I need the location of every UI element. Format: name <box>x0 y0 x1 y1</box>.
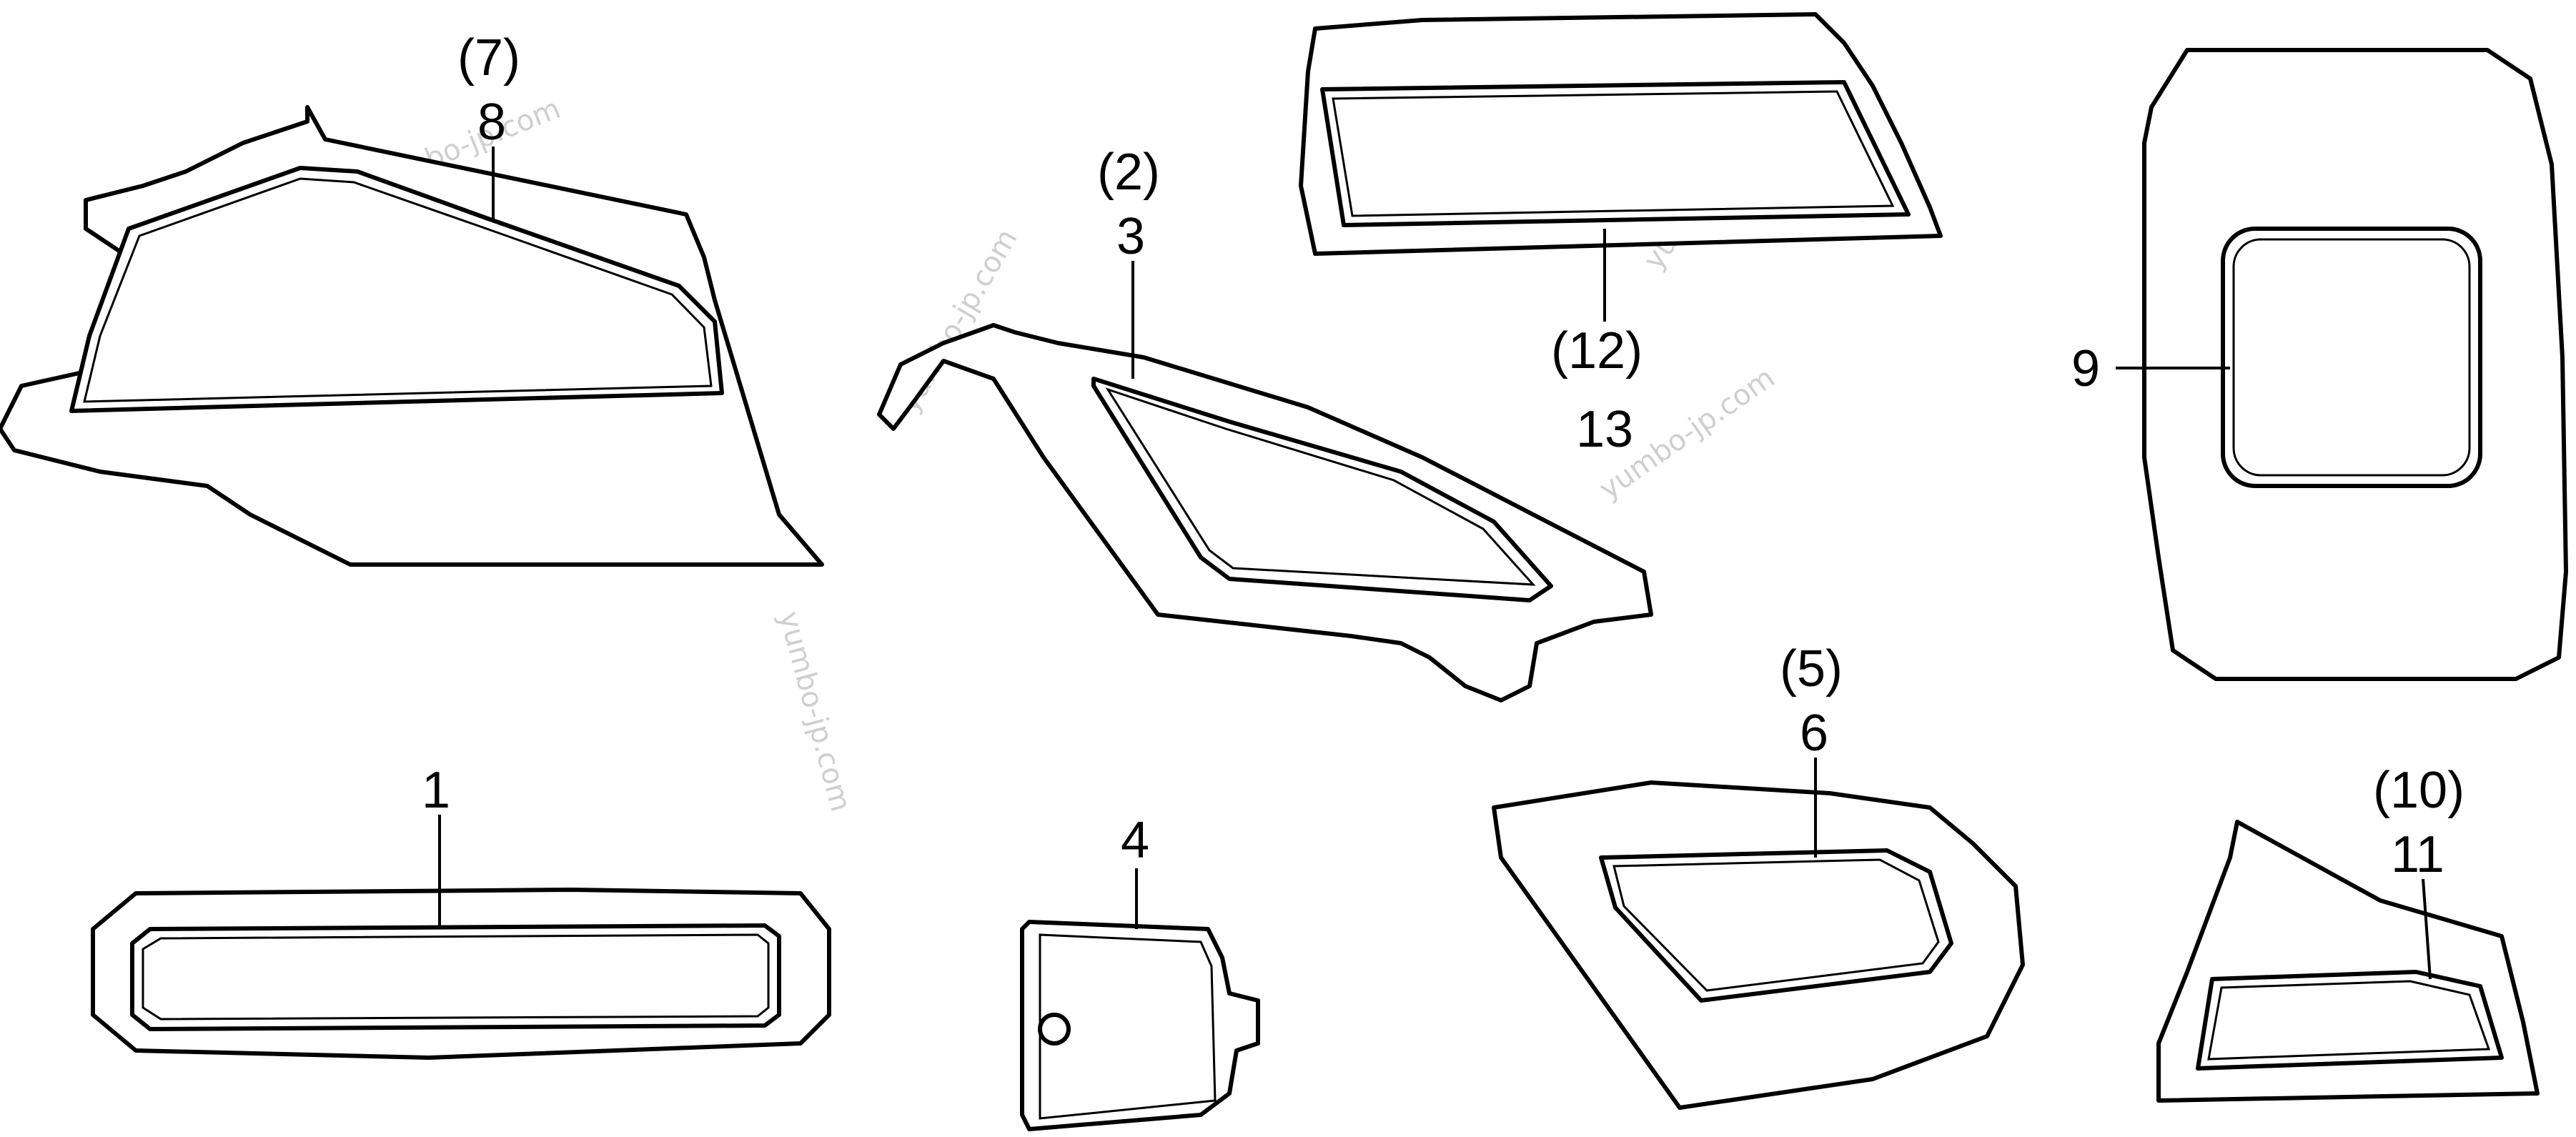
long-window-panel <box>91 888 831 1060</box>
small-triangle-window-panel <box>2156 820 2540 1103</box>
callout-label-11: 11 <box>2391 826 2444 883</box>
leader-line-11 <box>2422 878 2432 980</box>
callout-1: 1 <box>422 762 450 929</box>
callout-12-13: (12) 13 <box>1551 229 1643 458</box>
round-hole <box>1038 1013 1071 1046</box>
callout-2-3: (2) 3 <box>1097 144 1160 379</box>
quarter-panel-left <box>0 105 824 567</box>
callout-10-11: (10) 11 <box>2373 762 2464 980</box>
callout-5-6: (5) 6 <box>1780 640 1843 858</box>
callout-label-3: 3 <box>1116 208 1145 265</box>
callout-label-4: 4 <box>1121 812 1149 869</box>
callout-label-13: 13 <box>1576 401 1633 458</box>
small-vent-panel <box>1020 920 1260 1131</box>
callout-label-12: (12) <box>1551 322 1643 379</box>
quarter-window-panel <box>877 323 1653 702</box>
callout-9: 9 <box>2071 340 2230 397</box>
callout-label-1: 1 <box>422 762 450 819</box>
callout-label-8: 8 <box>477 94 506 151</box>
callout-4: 4 <box>1121 812 1149 929</box>
rear-side-panel <box>1299 12 1943 256</box>
door-glass-panel <box>1492 780 2025 1110</box>
callout-label-10: (10) <box>2373 762 2464 819</box>
callout-label-7: (7) <box>457 29 520 86</box>
watermark-2: yumbo-jp.com <box>772 608 857 815</box>
callout-label-9: 9 <box>2071 340 2100 397</box>
callout-label-6: 6 <box>1800 705 1828 762</box>
callout-label-2: (2) <box>1097 144 1160 201</box>
callout-7-8: (7) 8 <box>457 29 520 222</box>
callout-label-5: (5) <box>1780 640 1843 697</box>
back-window-panel <box>2142 48 2568 681</box>
